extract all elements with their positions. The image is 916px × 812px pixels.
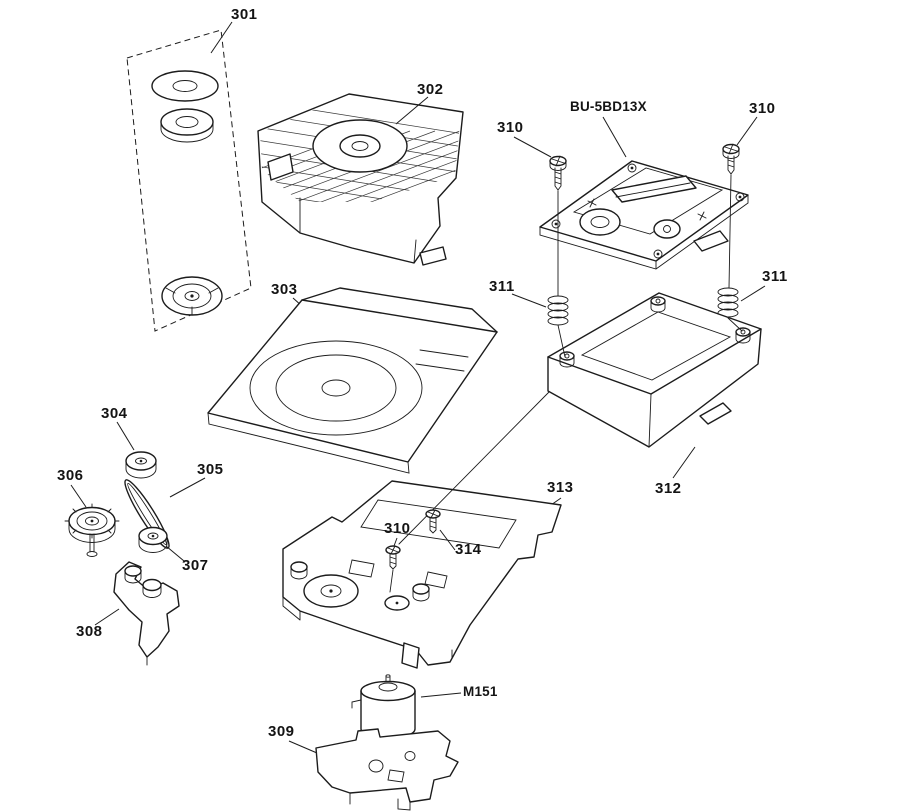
leader-310-lower	[393, 537, 398, 547]
label-bu5bd13x: BU-5BD13X	[570, 99, 647, 114]
leader-310-right	[736, 116, 758, 146]
leader-302	[395, 96, 429, 125]
part-312-mechanism-frame	[547, 292, 762, 479]
label-312: 312	[655, 480, 682, 497]
leader-307	[165, 545, 185, 562]
part-306-gear-pulley	[64, 484, 120, 557]
leader-310-left	[513, 136, 552, 158]
label-m151: M151	[463, 684, 498, 699]
leader-308	[94, 608, 120, 626]
label-310-right: 310	[749, 100, 776, 117]
label-309: 309	[268, 723, 295, 740]
label-302: 302	[417, 81, 444, 98]
leader-m151	[420, 692, 462, 698]
part-313-lower-chassis	[282, 480, 562, 669]
part-310-screw-top-right	[722, 116, 758, 175]
assembly-axis-lines	[389, 174, 743, 593]
part-310-screw-top-left	[513, 136, 567, 191]
leader-304	[116, 421, 135, 451]
label-306: 306	[57, 467, 84, 484]
label-310-left: 310	[497, 119, 524, 136]
leader-314	[439, 529, 456, 551]
label-304: 304	[101, 405, 128, 422]
part-303-disc-tray	[207, 287, 498, 474]
label-314: 314	[455, 541, 482, 558]
part-pickup-board-bu5bd13x	[539, 116, 749, 270]
part-302-top-cover	[257, 93, 464, 266]
pickup-motor	[579, 208, 621, 236]
label-310-lower: 310	[384, 520, 411, 537]
leader-bu5bd13x	[602, 116, 627, 158]
part-301-clamper-assembly	[126, 21, 252, 332]
label-311-left: 311	[489, 278, 515, 295]
label-305: 305	[197, 461, 224, 478]
leader-306	[70, 484, 87, 508]
part-m151-motor	[351, 674, 462, 740]
label-307: 307	[182, 557, 209, 574]
part-311-spring-right	[717, 285, 766, 318]
part-314-screw	[425, 509, 456, 551]
label-301: 301	[231, 6, 258, 23]
leader-301	[210, 21, 233, 54]
leader-305	[169, 477, 206, 498]
leader-312	[672, 446, 696, 479]
label-311-right: 311	[762, 268, 788, 285]
part-308-gear-bracket	[94, 561, 180, 666]
part-310-screw-lower	[385, 537, 401, 570]
label-303: 303	[271, 281, 298, 298]
part-311-spring-left	[511, 293, 569, 326]
label-308: 308	[76, 623, 103, 640]
leader-309	[288, 740, 318, 754]
cover-grid-texture	[260, 99, 461, 202]
part-309-bottom-bracket	[288, 728, 459, 811]
label-313: 313	[547, 479, 574, 496]
leader-311-right	[740, 285, 766, 302]
tray-disc-recess	[249, 340, 423, 436]
part-304-pulley	[116, 421, 157, 479]
leader-311-left	[511, 293, 547, 308]
part-307-small-gear	[138, 526, 185, 562]
pickup-gear	[653, 219, 681, 239]
